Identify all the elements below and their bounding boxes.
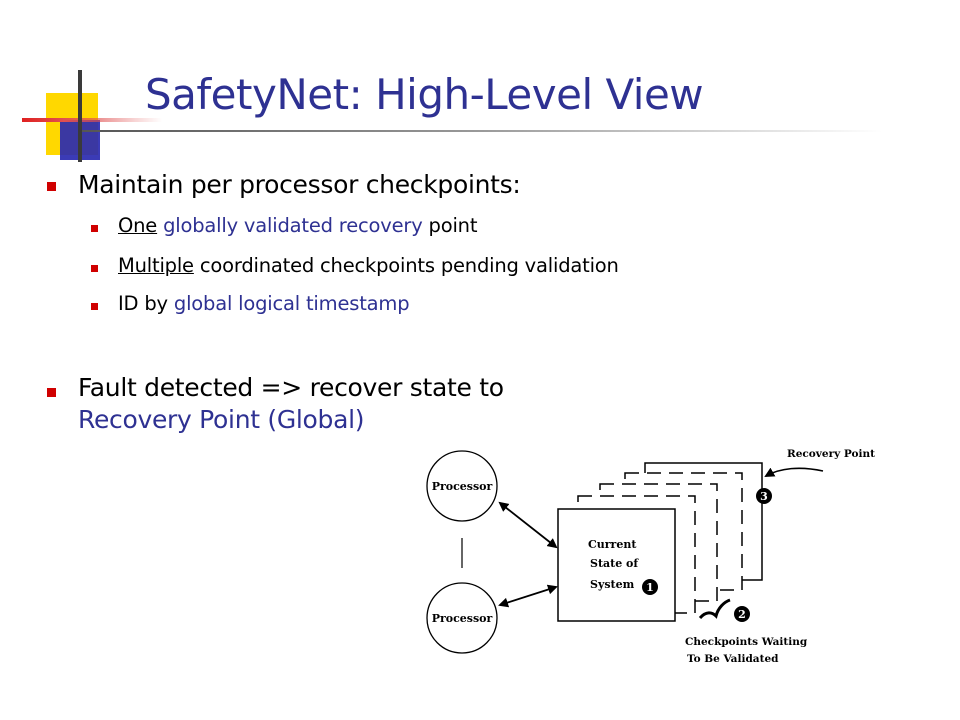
sub-bullet-marker: [91, 225, 98, 232]
decorative-vertical-line: [78, 70, 82, 162]
checkpoints-label: Checkpoints Waiting: [685, 636, 808, 648]
bullet-fault-detected: Fault detected => recover state to: [78, 373, 504, 402]
slide-title: SafetyNet: High-Level View: [145, 70, 704, 119]
current-state-box: [557, 508, 676, 622]
current-state-label: System: [590, 578, 635, 591]
bullet-maintain-checkpoints: Maintain per processor checkpoints:: [78, 170, 521, 199]
marker-3-label: 3: [760, 490, 768, 503]
sub-bullet-one-recovery-point: One globally validated recovery point: [118, 214, 477, 237]
sub-bullet-id-timestamp: ID by global logical timestamp: [118, 292, 410, 315]
checkpoint-stack: [557, 462, 763, 622]
processor-bottom-arrow: [498, 584, 558, 608]
decorative-red-bar: [22, 118, 162, 122]
checkpoints-label: To Be Validated: [687, 653, 779, 665]
marker-1: [642, 579, 658, 595]
sub-bullet-underlined-word: Multiple: [118, 254, 194, 277]
sub-bullet-underlined-word: One: [118, 214, 158, 237]
processor-top-arrow: [498, 501, 558, 549]
processor-bottom-circle: [426, 582, 498, 654]
sub-bullet-multiple-checkpoints: Multiple coordinated checkpoints pending…: [118, 254, 619, 277]
marker-3: [756, 488, 772, 504]
recovery-point-label: Recovery Point: [787, 448, 875, 460]
sub-bullet-text: point: [428, 214, 478, 237]
sub-bullet-marker: [91, 265, 98, 272]
sub-bullet-text: coordinated checkpoints pending validati…: [199, 254, 619, 277]
bullet-recovery-point-global: Recovery Point (Global): [78, 405, 365, 434]
checkpoints-brace: [698, 598, 731, 620]
processor-top-label: Processor: [432, 480, 493, 493]
marker-2: [734, 606, 750, 622]
sub-bullet-text: ID by: [118, 292, 168, 315]
current-state-label: Current: [588, 538, 637, 551]
sub-bullet-blue-text: globally validated recovery: [163, 214, 423, 237]
sub-bullet-blue-text: global logical timestamp: [173, 292, 410, 315]
marker-2-label: 2: [738, 608, 746, 621]
processor-top-circle: [426, 450, 498, 522]
sub-bullet-marker: [91, 303, 98, 310]
recovery-point-arrow: [764, 467, 824, 477]
marker-1-label: 1: [646, 581, 654, 594]
title-underline: [82, 130, 882, 132]
bullet-marker: [47, 182, 56, 191]
bullet-marker: [47, 388, 56, 397]
current-state-label: State of: [590, 557, 639, 570]
processor-bottom-label: Processor: [432, 612, 493, 625]
